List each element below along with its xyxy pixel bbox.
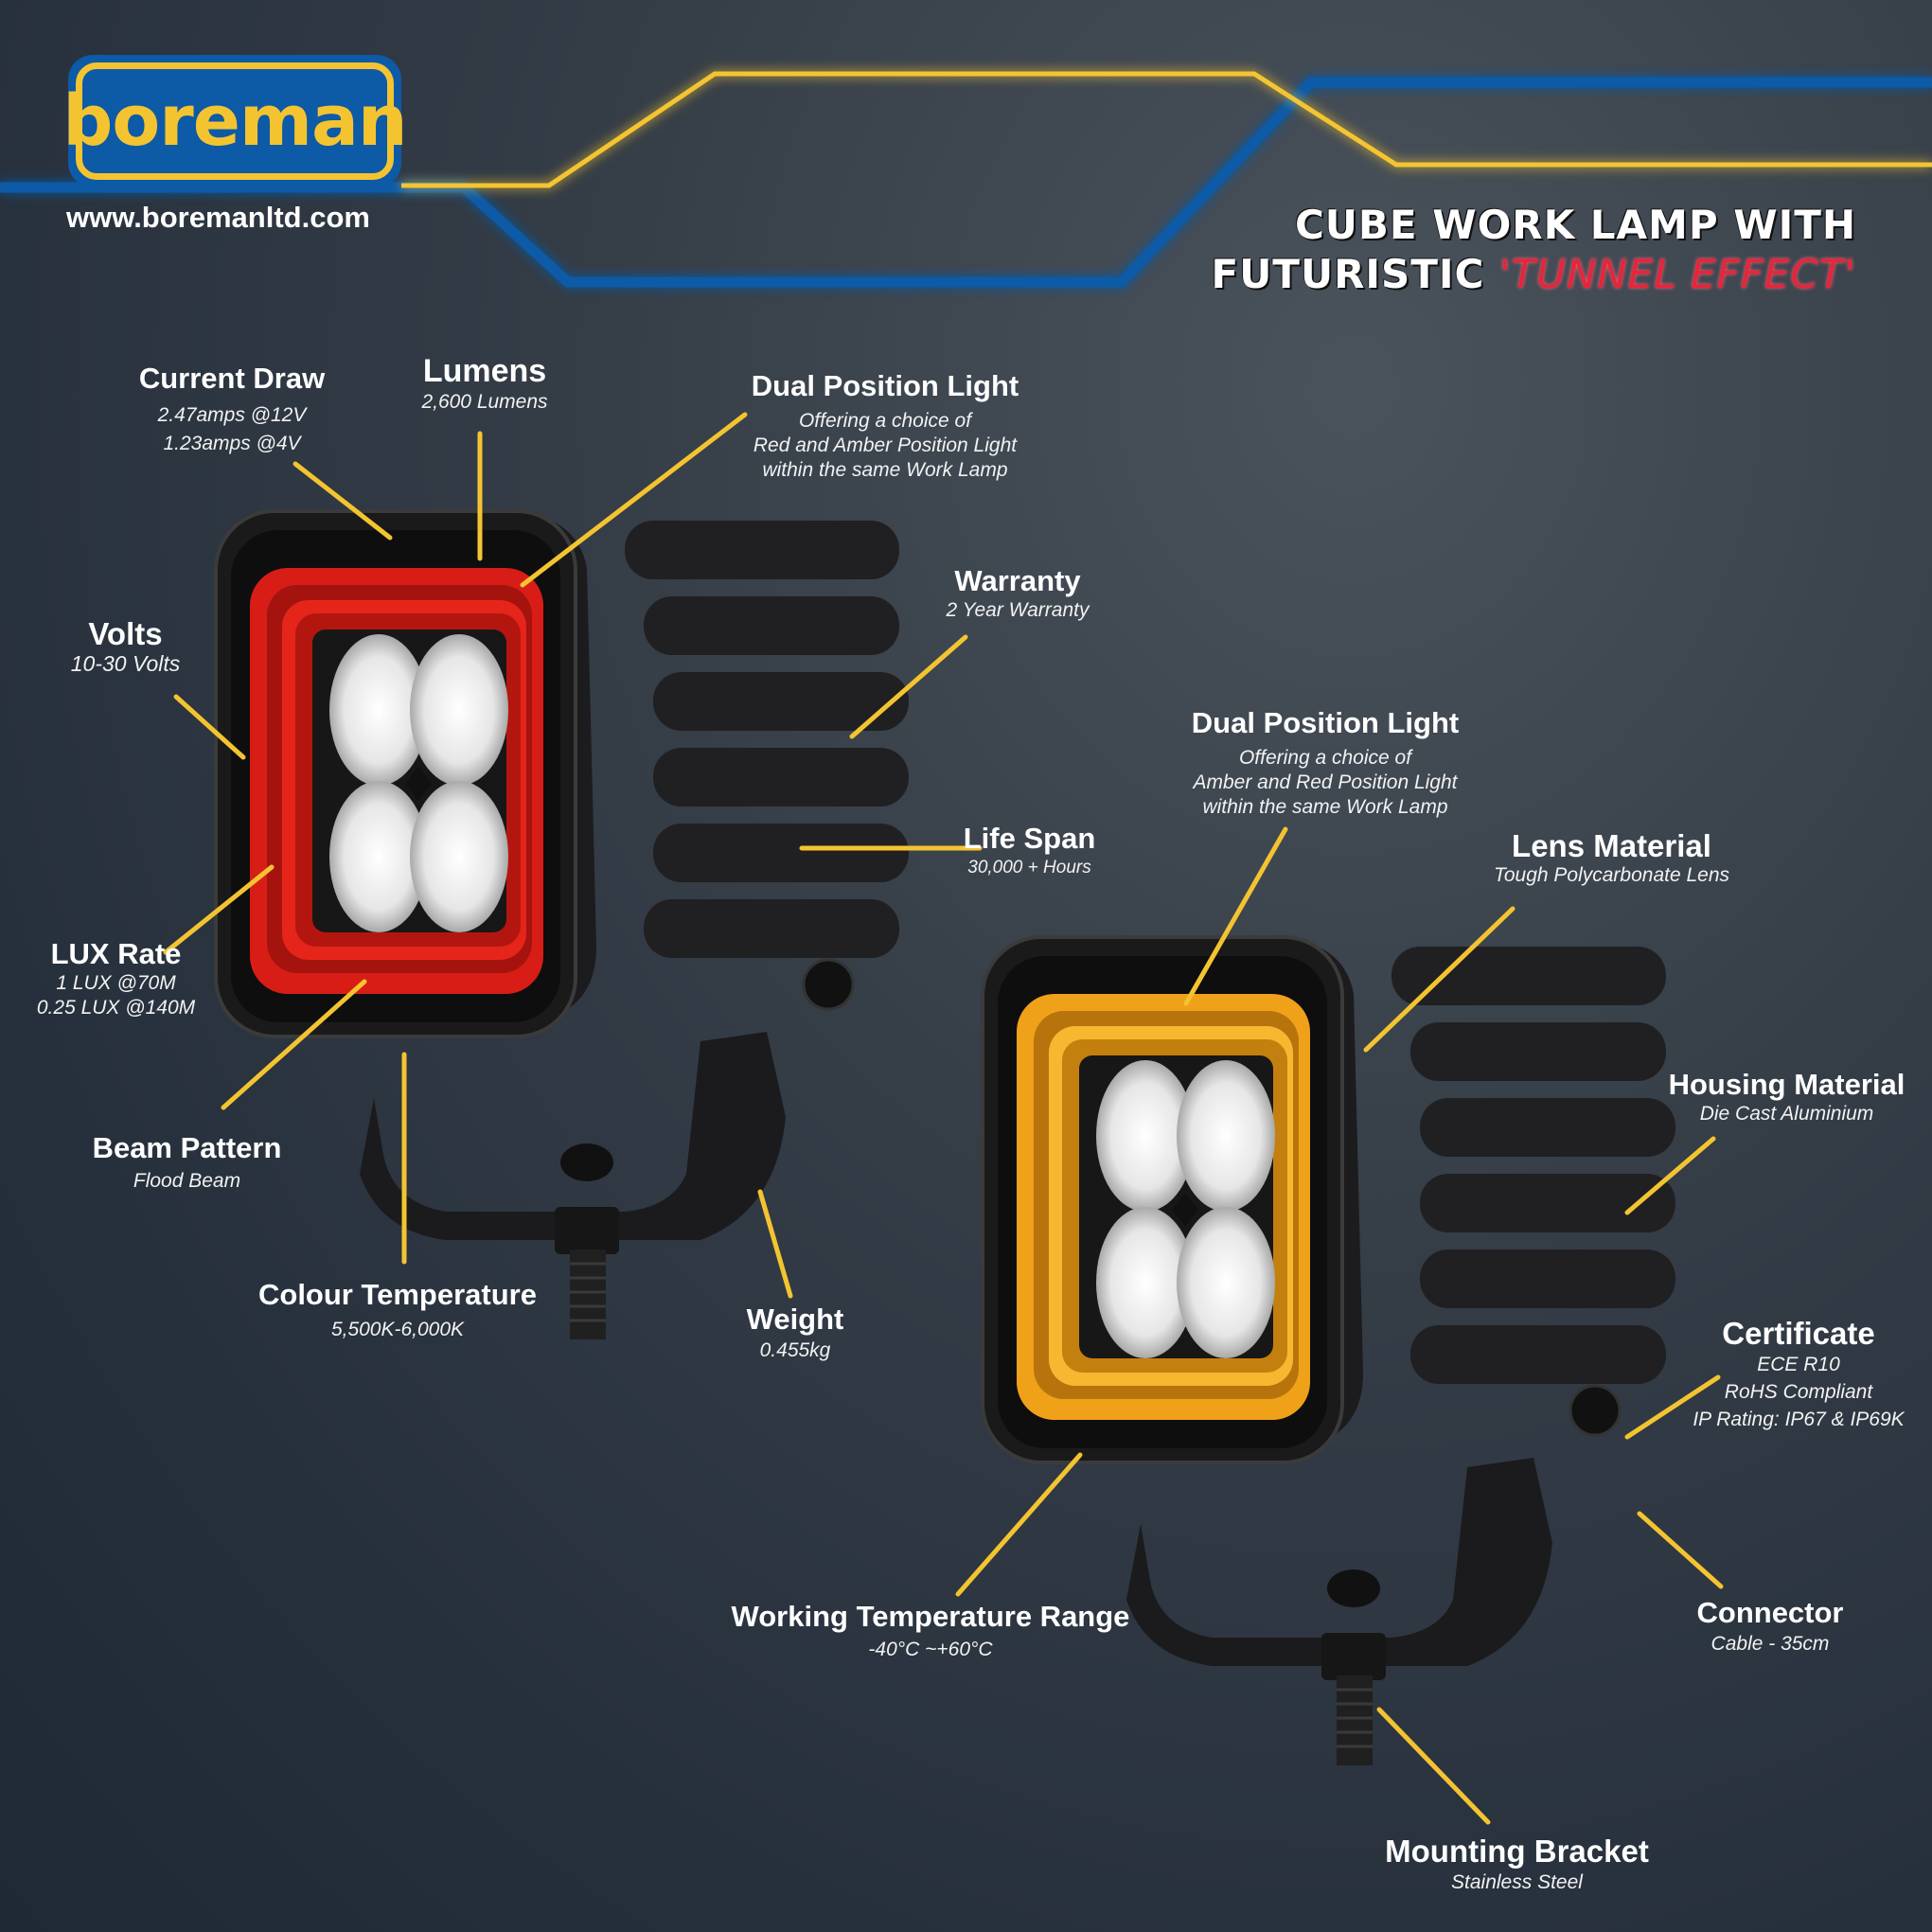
callout-detail: Offering a choice of (798, 410, 972, 432)
callout-working-temperature-range: Working Temperature Range -40°C ~+60°C (708, 1600, 1153, 1662)
callout-detail: 5,500K-6,000K (330, 1319, 465, 1340)
callout-certificate: Certificate ECE R10 RoHS Compliant IP Ra… (1685, 1317, 1912, 1433)
callout-heading: Colour Temperature (258, 1278, 537, 1311)
amber-position-lamp-image (981, 935, 1675, 1765)
callout-beam-pattern: Beam Pattern Flood Beam (71, 1131, 303, 1194)
callout-detail: Die Cast Aluminium (1699, 1103, 1874, 1125)
logo-wordmark: boreman (62, 80, 407, 162)
callout-connector: Connector Cable - 35cm (1680, 1596, 1860, 1657)
callout-life-span: Life Span 30,000 + Hours (951, 822, 1108, 880)
callout-heading: Dual Position Light (751, 369, 1019, 402)
callout-heading: Life Span (963, 822, 1096, 855)
callout-colour-temperature: Colour Temperature 5,500K-6,000K (237, 1278, 558, 1342)
callout-lumens: Lumens 2,600 Lumens (390, 354, 579, 415)
callout-heading: Housing Material (1668, 1068, 1905, 1101)
callout-lens-material: Lens Material Tough Polycarbonate Lens (1453, 829, 1770, 888)
callout-mounting-bracket: Mounting Bracket Stainless Steel (1363, 1835, 1671, 1895)
callout-current-draw: Current Draw 2.47amps @12V 1.23amps @4V (123, 362, 341, 458)
title-plain-text: FUTURISTIC (1211, 251, 1500, 297)
callout-heading: Connector (1696, 1596, 1844, 1629)
callout-dual-position-light-red: Dual Position Light Offering a choice of… (724, 369, 1046, 483)
callout-detail: 1.23amps @4V (163, 433, 301, 454)
logo-border: boreman (62, 62, 408, 180)
callout-heading: Mounting Bracket (1385, 1834, 1649, 1869)
callout-heading: Working Temperature Range (731, 1600, 1130, 1633)
callout-lux-rate: LUX Rate 1 LUX @70M 0.25 LUX @140M (24, 937, 208, 1020)
callout-detail: Tough Polycarbonate Lens (1493, 864, 1730, 886)
callout-warranty: Warranty 2 Year Warranty (918, 564, 1117, 623)
callout-heading: Beam Pattern (92, 1131, 282, 1164)
callout-weight: Weight 0.455kg (719, 1303, 871, 1363)
callout-detail: -40°C ~+60°C (868, 1639, 993, 1660)
callout-heading: Lens Material (1512, 828, 1711, 863)
website-url[interactable]: www.boremanltd.com (66, 201, 370, 234)
callout-detail: Flood Beam (133, 1170, 241, 1192)
callout-detail: Cable - 35cm (1710, 1633, 1830, 1655)
callout-detail: Red and Amber Position Light (753, 434, 1018, 456)
callout-heading: LUX Rate (50, 937, 182, 970)
title-line-2: FUTURISTIC 'TUNNEL EFFECT' (1212, 250, 1856, 299)
callout-detail: 0.25 LUX @140M (36, 997, 196, 1019)
callout-heading: Volts (88, 616, 163, 651)
callout-detail: ECE R10 (1757, 1354, 1840, 1375)
callout-dual-position-light-amber: Dual Position Light Offering a choice of… (1169, 706, 1481, 820)
callout-detail: Offering a choice of (1238, 747, 1412, 769)
callout-detail: 2.47amps @12V (157, 404, 307, 426)
title-line-1: CUBE WORK LAMP WITH (1294, 202, 1856, 248)
title-accent-text: 'TUNNEL EFFECT' (1499, 251, 1856, 297)
boreman-logo: boreman (62, 55, 408, 187)
callout-detail: 2,600 Lumens (421, 391, 548, 413)
callout-heading: Lumens (422, 353, 547, 389)
callout-detail: 30,000 + Hours (967, 858, 1091, 877)
callout-heading: Warranty (954, 564, 1081, 597)
page-title: CUBE WORK LAMP WITH FUTURISTIC 'TUNNEL E… (1212, 201, 1856, 299)
callout-detail: IP Rating: IP67 & IP69K (1693, 1409, 1905, 1430)
callout-detail: 1 LUX @70M (56, 972, 176, 994)
red-position-lamp-image (214, 509, 909, 1339)
callout-detail: within the same Work Lamp (1202, 796, 1448, 818)
callout-detail: 0.455kg (759, 1339, 831, 1361)
callout-heading: Current Draw (138, 362, 326, 395)
callout-detail: Amber and Red Position Light (1193, 771, 1458, 793)
callout-heading: Dual Position Light (1191, 706, 1460, 739)
callout-heading: Weight (746, 1303, 844, 1336)
callout-detail: 2 Year Warranty (946, 599, 1090, 621)
callout-detail: RoHS Compliant (1724, 1381, 1873, 1403)
callout-volts: Volts 10-30 Volts (47, 616, 204, 677)
callout-detail: Stainless Steel (1451, 1871, 1583, 1893)
callout-heading: Certificate (1722, 1316, 1875, 1351)
callout-detail: within the same Work Lamp (762, 459, 1008, 481)
callout-detail: 10-30 Volts (70, 651, 181, 676)
callout-housing-material: Housing Material Die Cast Aluminium (1657, 1068, 1917, 1126)
